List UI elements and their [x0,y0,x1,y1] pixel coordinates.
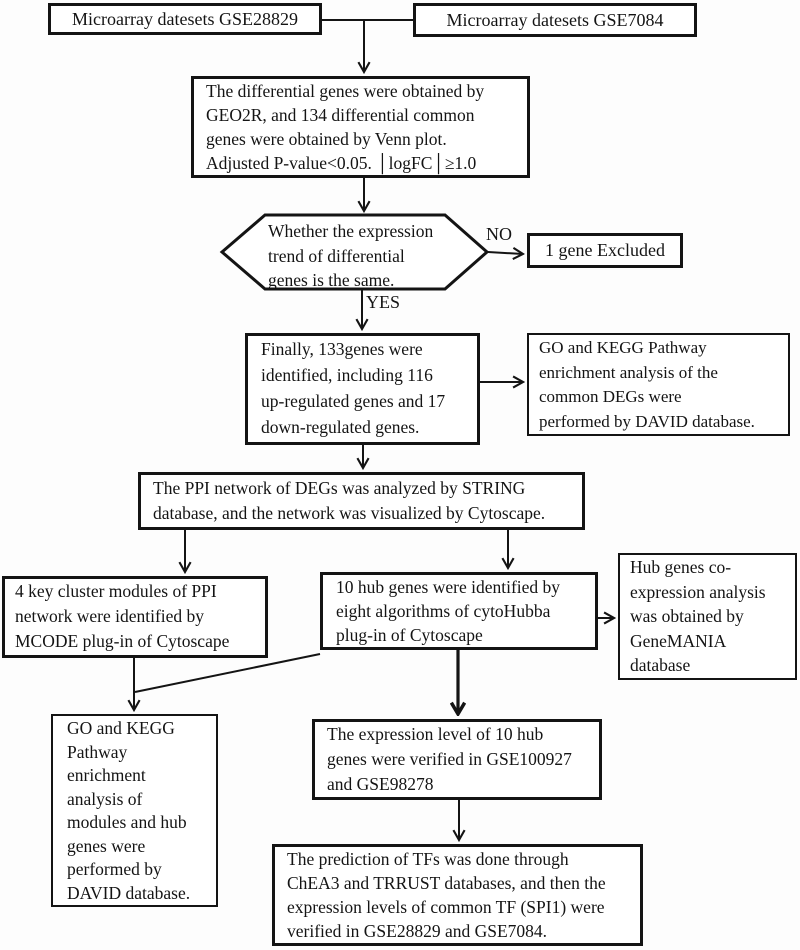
label-yes: YES [366,292,401,312]
node-gene-excluded: 1 gene Excluded [527,233,683,268]
edge-cytohubba-to-modules-diagonal [134,653,321,693]
node-genes-identified: Finally, 133genes were identified, inclu… [245,333,480,445]
label-no: NO [486,224,512,244]
node-microarray-gse28829: Microarray datesets GSE28829 [48,3,322,35]
node-cytohubba-hub-genes: 10 hub genes were identified by eight al… [320,572,598,650]
node-go-kegg-modules: GO and KEGG Pathway enrichment analysis … [51,714,218,907]
node-microarray-gse7084: Microarray datesets GSE7084 [413,3,697,37]
node-genemania-coexpression: Hub genes co- expression analysis was ob… [618,553,797,680]
node-ppi-network: The PPI network of DEGs was analyzed by … [138,472,585,530]
node-mcode-modules: 4 key cluster modules of PPI network wer… [2,576,268,658]
node-tf-prediction: The prediction of TFs was done through C… [272,844,643,946]
node-differential-genes: The differential genes were obtained by … [191,76,530,178]
decision-hexagon [219,213,490,291]
node-hub-gene-verification: The expression level of 10 hub genes wer… [312,719,602,800]
edge-decision-no [487,252,523,254]
node-go-kegg-common-degs: GO and KEGG Pathway enrichment analysis … [527,333,790,436]
decision-text: Whether the expression trend of differen… [268,221,434,290]
